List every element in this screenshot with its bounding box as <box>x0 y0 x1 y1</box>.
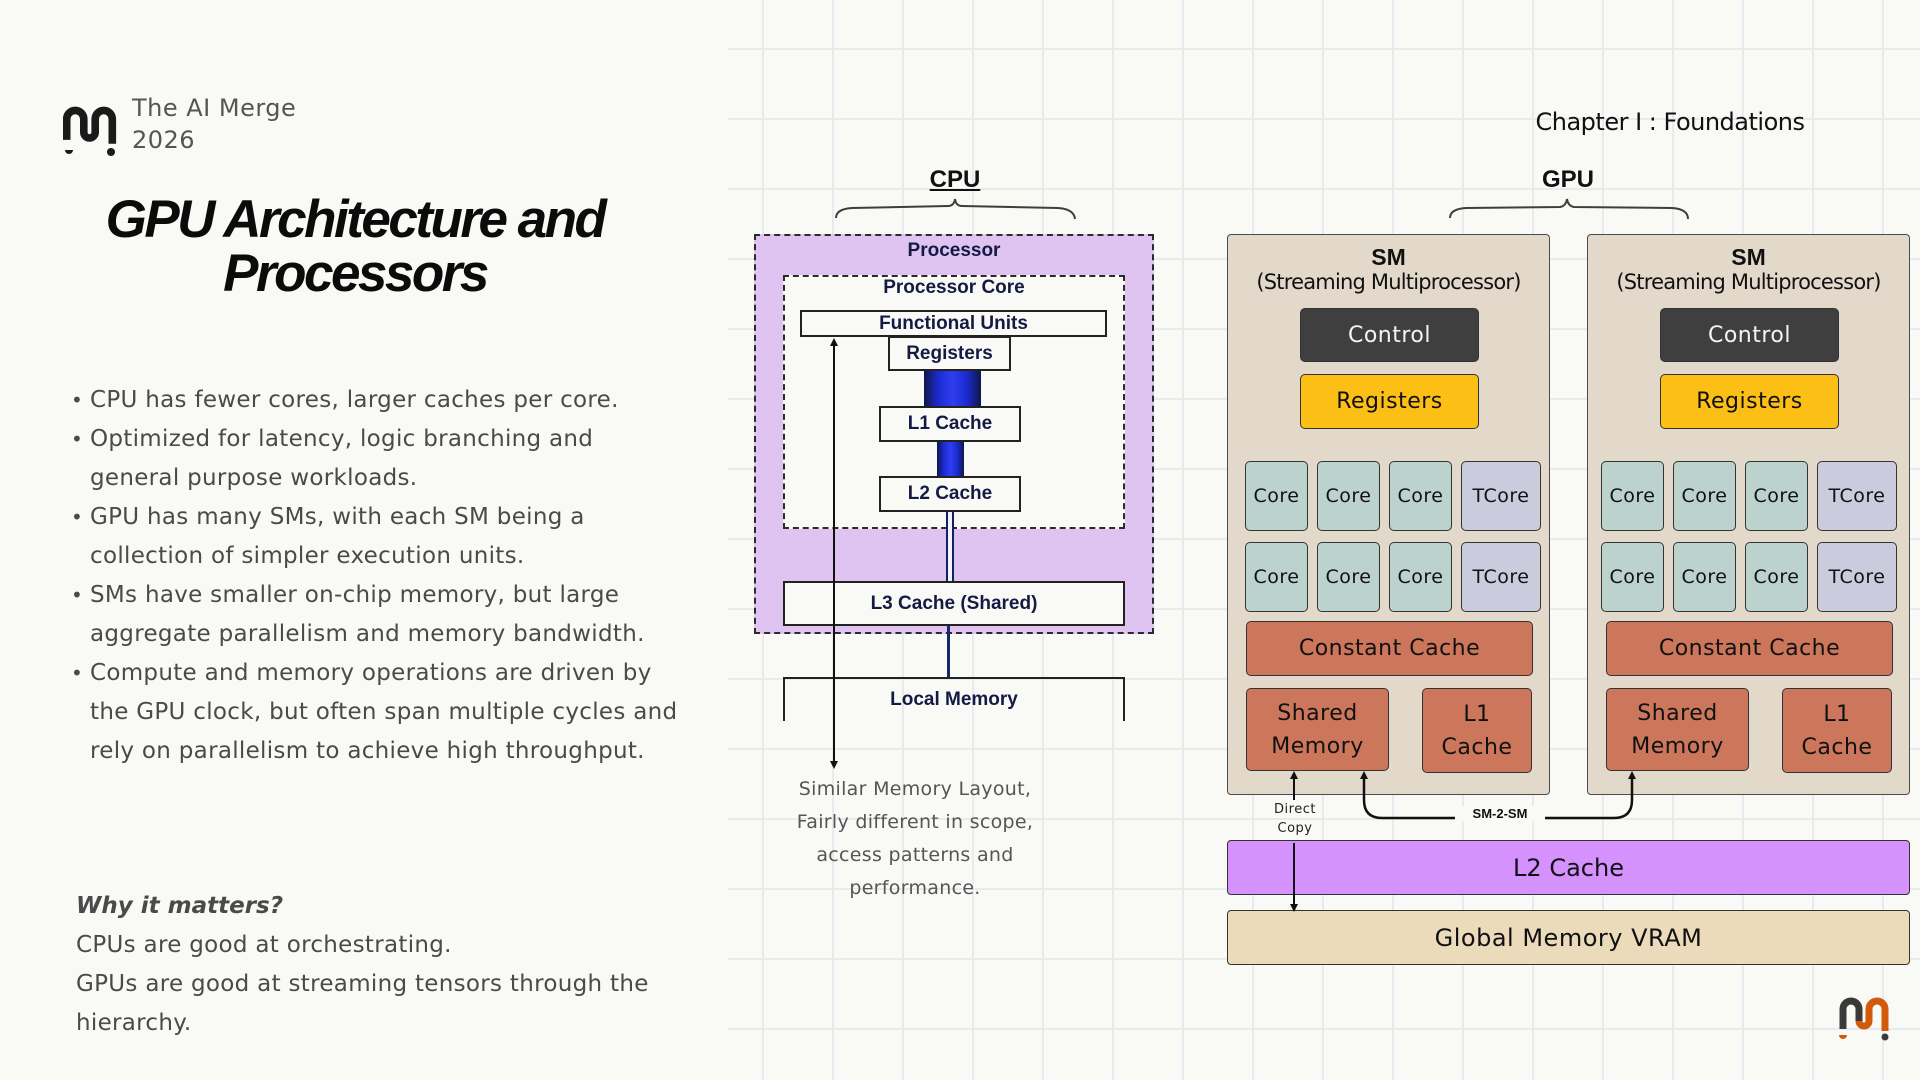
sm-core: Core <box>1673 542 1736 612</box>
sm-title: SM <box>1731 244 1766 270</box>
shared-memory-line: Shared <box>1277 700 1358 726</box>
cpu-bus-l1-l2 <box>937 442 964 476</box>
why-line-cpu: CPUs are good at orchestrating. <box>76 932 452 958</box>
sm-core: Core <box>1745 461 1808 531</box>
bullet-dot-icon: • <box>71 388 84 412</box>
cpu-bus-l3-local-memory <box>947 626 950 677</box>
sm-core: Core <box>1389 461 1452 531</box>
bullet-list: •CPU has fewer cores, larger caches per … <box>68 381 678 771</box>
cpu-l3-cache: L3 Cache (Shared) <box>783 581 1125 626</box>
ai-merge-corner-logo-icon <box>1839 997 1889 1041</box>
cpu-l1-cache: L1 Cache <box>879 406 1021 442</box>
cpu-bus-registers-l1 <box>924 371 981 406</box>
sm-core: Core <box>1245 542 1308 612</box>
sm-to-sm-label: SM-2-SM <box>1455 806 1545 821</box>
cpu-bus-l2-l3 <box>946 512 954 581</box>
sm-core: Core <box>1745 542 1808 612</box>
note-line: Similar Memory Layout, <box>798 778 1032 800</box>
cpu-label: CPU <box>929 166 981 193</box>
page-title-line-1: GPU Architecture and <box>105 190 607 249</box>
l1-cache-line: Cache <box>1441 734 1513 760</box>
why-line-gpu: GPUs are good at streaming tensors throu… <box>76 971 649 1036</box>
ai-merge-logo-icon <box>63 106 117 156</box>
brand-name: The AI Merge <box>132 94 297 122</box>
cpu-processor-title: Processor <box>907 240 1001 261</box>
sm-registers: Registers <box>1300 374 1479 429</box>
page-title: GPU Architecture and Processors <box>60 193 650 301</box>
sm-tensor-core: TCore <box>1461 461 1541 531</box>
l1-cache-line: Cache <box>1801 734 1873 760</box>
cpu-registers: Registers <box>888 336 1011 371</box>
cpu-processor-core-title: Processor Core <box>883 277 1025 298</box>
brand-year: 2026 <box>132 126 196 154</box>
bullet-item: •CPU has fewer cores, larger caches per … <box>68 381 678 420</box>
sm-core: Core <box>1673 461 1736 531</box>
cpu-comparison-note: Similar Memory Layout, Fairly different … <box>770 773 1060 905</box>
bullet-dot-icon: • <box>71 505 84 529</box>
bullet-item: •SMs have smaller on-chip memory, but la… <box>68 576 678 654</box>
gpu-l2-cache: L2 Cache <box>1227 840 1910 895</box>
sm-core: Core <box>1245 461 1308 531</box>
shared-memory-line: Shared <box>1637 700 1718 726</box>
cpu-l2-cache: L2 Cache <box>879 476 1021 512</box>
chapter-label: Chapter I : Foundations <box>1535 108 1805 136</box>
sm-title: SM <box>1371 244 1406 270</box>
sm-core: Core <box>1317 542 1380 612</box>
direct-copy-line: Copy <box>1277 821 1313 836</box>
sm-control: Control <box>1300 308 1479 362</box>
sm-box: SM (Streaming Multiprocessor) Control Re… <box>1227 234 1550 795</box>
sm-registers: Registers <box>1660 374 1839 429</box>
sm-constant-cache: Constant Cache <box>1606 621 1893 676</box>
direct-copy-line: Direct <box>1274 802 1316 817</box>
bullet-item: •Compute and memory operations are drive… <box>68 654 678 771</box>
why-heading: Why it matters? <box>76 893 284 919</box>
bullet-dot-icon: • <box>71 583 84 607</box>
note-line: Fairly different in scope, <box>796 811 1034 833</box>
bullet-text: Optimized for latency, logic branching a… <box>90 426 594 491</box>
sm-core: Core <box>1601 461 1664 531</box>
direct-copy-label: Direct Copy <box>1260 800 1330 838</box>
sm-subtitle: (Streaming Multiprocessor) <box>1616 270 1881 294</box>
l1-cache-line: L1 <box>1823 701 1851 727</box>
bullet-text: GPU has many SMs, with each SM being a c… <box>90 504 585 569</box>
shared-memory-line: Memory <box>1271 733 1364 759</box>
why-it-matters-section: Why it matters? CPUs are good at orchest… <box>76 887 676 1043</box>
sm-box: SM (Streaming Multiprocessor) Control Re… <box>1587 234 1910 795</box>
sm-tensor-core: TCore <box>1461 542 1541 612</box>
cpu-functional-units: Functional Units <box>800 310 1107 337</box>
sm-core: Core <box>1389 542 1452 612</box>
shared-memory-line: Memory <box>1631 733 1724 759</box>
bullet-text: SMs have smaller on-chip memory, but lar… <box>90 582 645 647</box>
gpu-global-memory: Global Memory VRAM <box>1227 910 1910 965</box>
l1-cache-line: L1 <box>1463 701 1491 727</box>
bullet-item: •Optimized for latency, logic branching … <box>68 420 678 498</box>
sm-core: Core <box>1601 542 1664 612</box>
sm-tensor-core: TCore <box>1817 461 1897 531</box>
gpu-label: GPU <box>1541 166 1594 193</box>
sm-control: Control <box>1660 308 1839 362</box>
bullet-dot-icon: • <box>71 427 84 451</box>
note-line: performance. <box>849 877 981 899</box>
sm-subtitle: (Streaming Multiprocessor) <box>1256 270 1521 294</box>
sm-core: Core <box>1317 461 1380 531</box>
page-title-line-2: Processors <box>223 244 489 303</box>
sm-constant-cache: Constant Cache <box>1246 621 1533 676</box>
bullet-dot-icon: • <box>71 661 84 685</box>
bullet-text: CPU has fewer cores, larger caches per c… <box>90 387 619 413</box>
note-line: access patterns and <box>816 844 1014 866</box>
bullet-text: Compute and memory operations are driven… <box>90 660 678 764</box>
cpu-local-memory: Local Memory <box>783 677 1125 721</box>
sm-tensor-core: TCore <box>1817 542 1897 612</box>
bullet-item: •GPU has many SMs, with each SM being a … <box>68 498 678 576</box>
